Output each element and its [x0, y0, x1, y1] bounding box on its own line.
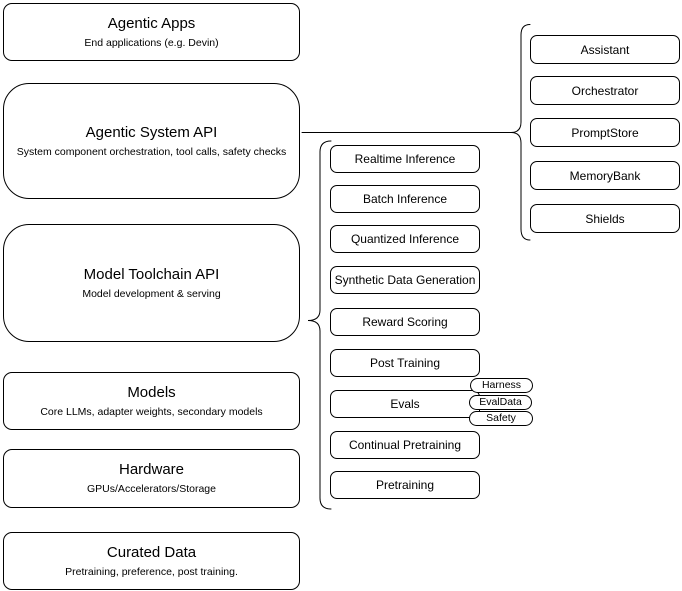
- node-hardware-subtitle: GPUs/Accelerators/Storage: [87, 483, 216, 495]
- node-synthetic-data-generation: Synthetic Data Generation: [330, 266, 480, 294]
- node-models-title: Models: [127, 383, 176, 401]
- pill-safety-label: Safety: [486, 412, 516, 424]
- node-evals: Evals: [330, 390, 480, 418]
- node-memorybank-label: MemoryBank: [569, 168, 641, 183]
- node-promptstore-label: PromptStore: [571, 125, 639, 140]
- node-batch-inference: Batch Inference: [330, 185, 480, 213]
- node-pretraining-label: Pretraining: [375, 478, 435, 492]
- node-models-subtitle: Core LLMs, adapter weights, secondary mo…: [40, 405, 263, 418]
- node-evals-label: Evals: [390, 397, 420, 411]
- right-column-brace: [510, 24, 531, 241]
- node-agentic-apps: Agentic Apps End applications (e.g. Devi…: [3, 3, 300, 61]
- node-quantized-inference: Quantized Inference: [330, 225, 480, 253]
- node-curated-data-subtitle: Pretraining, preference, post training.: [65, 565, 238, 578]
- pill-evaldata: EvalData: [469, 395, 532, 410]
- node-assistant: Assistant: [530, 35, 680, 64]
- pill-harness: Harness: [470, 378, 533, 393]
- node-model-toolchain-api-subtitle: Model development & serving: [82, 287, 221, 300]
- node-post-training: Post Training: [330, 349, 480, 377]
- node-pretraining: Pretraining: [330, 471, 480, 499]
- node-agentic-system-api-subtitle: System component orchestration, tool cal…: [16, 145, 287, 158]
- node-shields: Shields: [530, 204, 680, 233]
- node-realtime-inference: Realtime Inference: [330, 145, 480, 173]
- node-models: Models Core LLMs, adapter weights, secon…: [3, 372, 300, 430]
- node-agentic-apps-subtitle: End applications (e.g. Devin): [84, 36, 219, 49]
- node-assistant-label: Assistant: [580, 42, 630, 57]
- node-continual-pretraining-label: Continual Pretraining: [348, 438, 462, 452]
- node-memorybank: MemoryBank: [530, 161, 680, 190]
- node-batch-inference-label: Batch Inference: [362, 192, 448, 206]
- node-curated-data: Curated Data Pretraining, preference, po…: [3, 532, 300, 590]
- node-agentic-system-api-title: Agentic System API: [85, 123, 218, 141]
- node-reward-scoring-label: Reward Scoring: [362, 315, 448, 329]
- node-curated-data-title: Curated Data: [106, 543, 197, 561]
- pill-evaldata-label: EvalData: [479, 396, 522, 408]
- node-reward-scoring: Reward Scoring: [330, 308, 480, 336]
- pill-harness-label: Harness: [481, 379, 522, 391]
- node-hardware: Hardware GPUs/Accelerators/Storage: [3, 449, 300, 508]
- node-continual-pretraining: Continual Pretraining: [330, 431, 480, 459]
- node-post-training-label: Post Training: [369, 356, 441, 370]
- node-realtime-inference-label: Realtime Inference: [354, 152, 456, 166]
- node-quantized-inference-label: Quantized Inference: [350, 232, 460, 246]
- pill-safety: Safety: [469, 411, 533, 426]
- node-model-toolchain-api: Model Toolchain API Model development & …: [3, 224, 300, 342]
- node-synthetic-data-generation-label: Synthetic Data Generation: [334, 273, 476, 287]
- node-hardware-title: Hardware: [118, 461, 185, 478]
- node-agentic-apps-title: Agentic Apps: [107, 14, 196, 32]
- node-agentic-system-api: Agentic System API System component orch…: [3, 83, 300, 199]
- node-promptstore: PromptStore: [530, 118, 680, 147]
- node-orchestrator: Orchestrator: [530, 76, 680, 105]
- node-shields-label: Shields: [585, 211, 625, 226]
- middle-column-brace: [307, 140, 332, 510]
- node-orchestrator-label: Orchestrator: [571, 83, 639, 98]
- node-model-toolchain-api-title: Model Toolchain API: [83, 265, 220, 283]
